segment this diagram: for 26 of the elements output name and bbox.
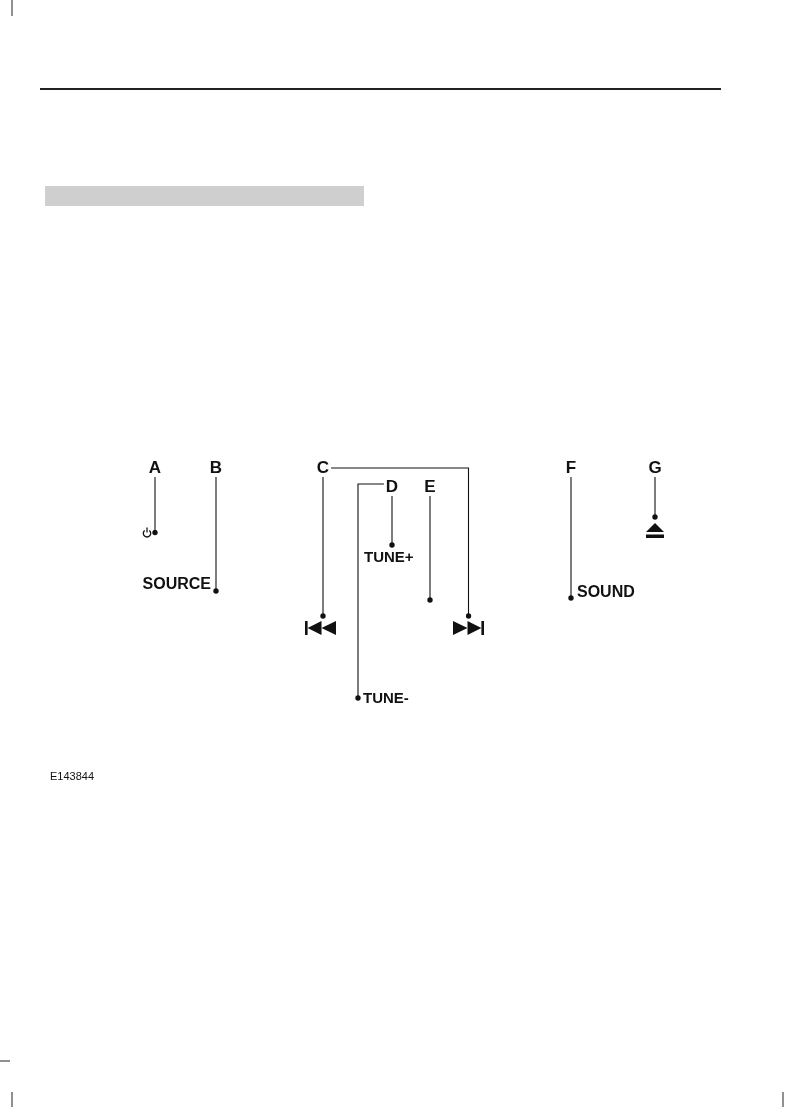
control-label: TUNE+ (364, 551, 414, 563)
figure-code: E143844 (50, 770, 95, 783)
leader-line (320, 476, 326, 619)
leader-line (152, 476, 158, 536)
callout-letter: A (148, 461, 162, 475)
callout-letter: B (209, 461, 223, 475)
heading-bar (45, 186, 364, 206)
leader-line (652, 476, 658, 520)
callout-letter: G (648, 461, 662, 475)
control-label: SOUND (577, 585, 635, 598)
leader-line (389, 495, 395, 548)
leader-line (213, 476, 219, 594)
callout-letter: E (424, 480, 436, 494)
skip-next-icon (453, 621, 484, 635)
control-label: TUNE- (363, 692, 409, 704)
callout-letter: F (565, 461, 577, 475)
leader-line (355, 483, 385, 701)
leader-line (568, 476, 574, 601)
control-label: SOURCE (142, 577, 211, 590)
callout-letter: D (385, 480, 399, 494)
skip-previous-icon (305, 621, 336, 635)
power-icon (142, 527, 152, 538)
callout-letter: C (316, 461, 330, 475)
leader-line (330, 467, 472, 619)
eject-icon (646, 523, 664, 538)
leader-line (427, 495, 433, 603)
